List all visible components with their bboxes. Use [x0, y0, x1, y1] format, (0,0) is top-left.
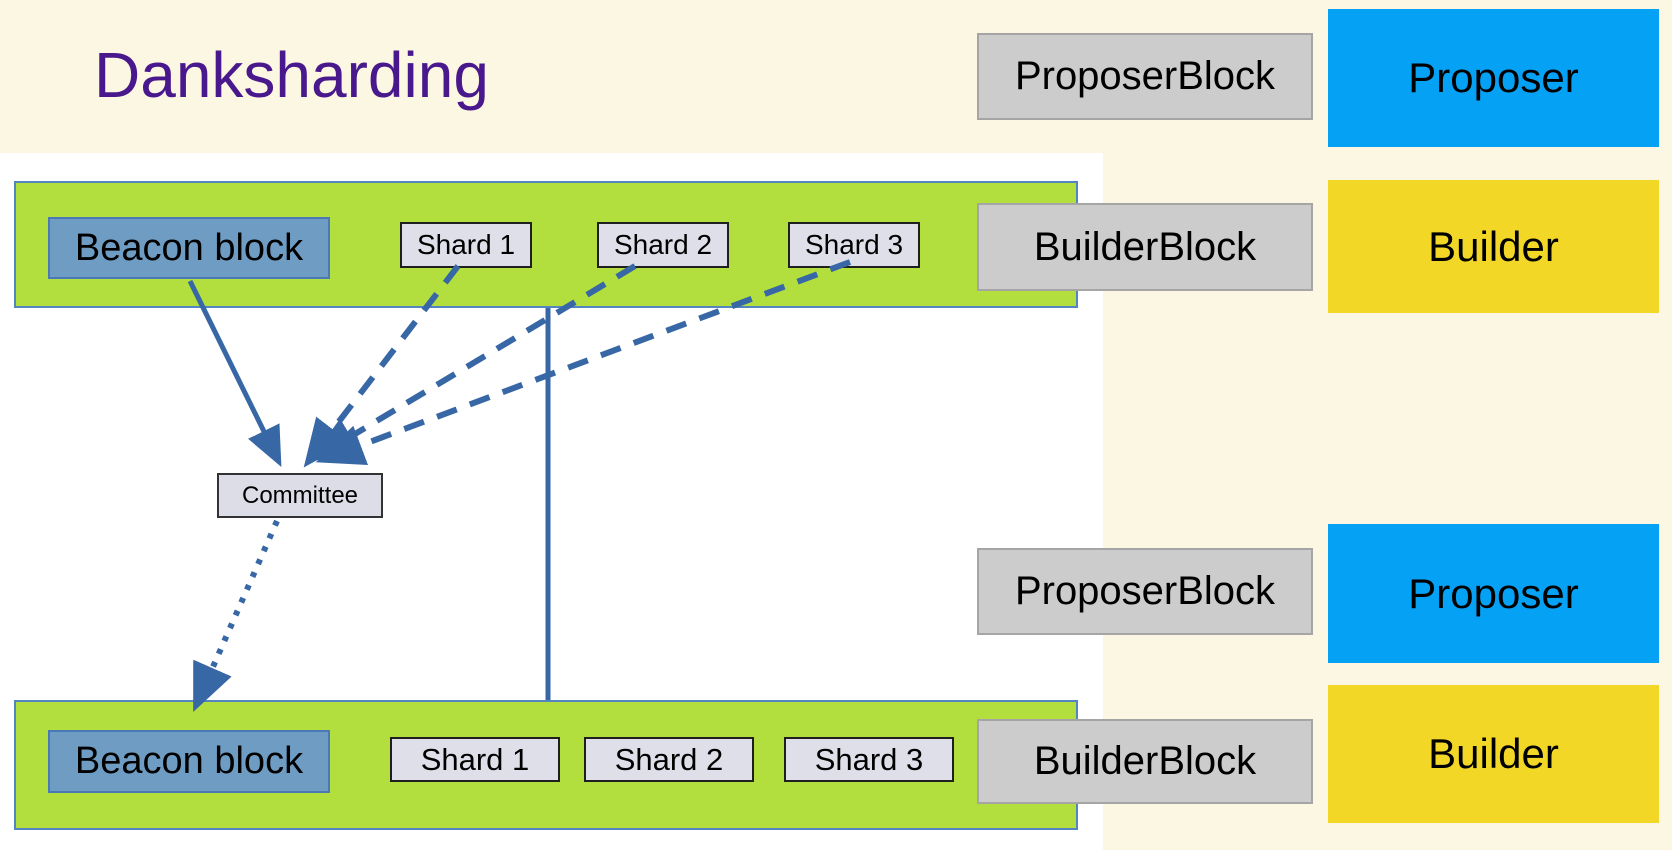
committee-box: Committee — [217, 473, 383, 518]
bottom-proposer-box: Proposer — [1328, 524, 1659, 663]
top-shard-1: Shard 1 — [400, 222, 532, 268]
top-builder-block-label: BuilderBlock — [977, 203, 1313, 291]
bottom-builder-box: Builder — [1328, 685, 1659, 823]
bottom-shard-2: Shard 2 — [584, 737, 754, 782]
top-beacon-block: Beacon block — [48, 217, 330, 279]
bottom-shard-1: Shard 1 — [390, 737, 560, 782]
top-shard-2: Shard 2 — [597, 222, 729, 268]
page-title: Danksharding — [94, 39, 489, 111]
bottom-proposer-block-label: ProposerBlock — [977, 548, 1313, 635]
top-builder-box: Builder — [1328, 180, 1659, 313]
bottom-shard-3: Shard 3 — [784, 737, 954, 782]
bottom-beacon-block: Beacon block — [48, 730, 330, 793]
arrow-committee-to-beacon — [193, 519, 280, 712]
bottom-builder-block-label: BuilderBlock — [977, 719, 1313, 804]
top-proposer-block-label: ProposerBlock — [977, 33, 1313, 120]
top-shard-3: Shard 3 — [788, 222, 920, 268]
top-proposer-box: Proposer — [1328, 9, 1659, 147]
